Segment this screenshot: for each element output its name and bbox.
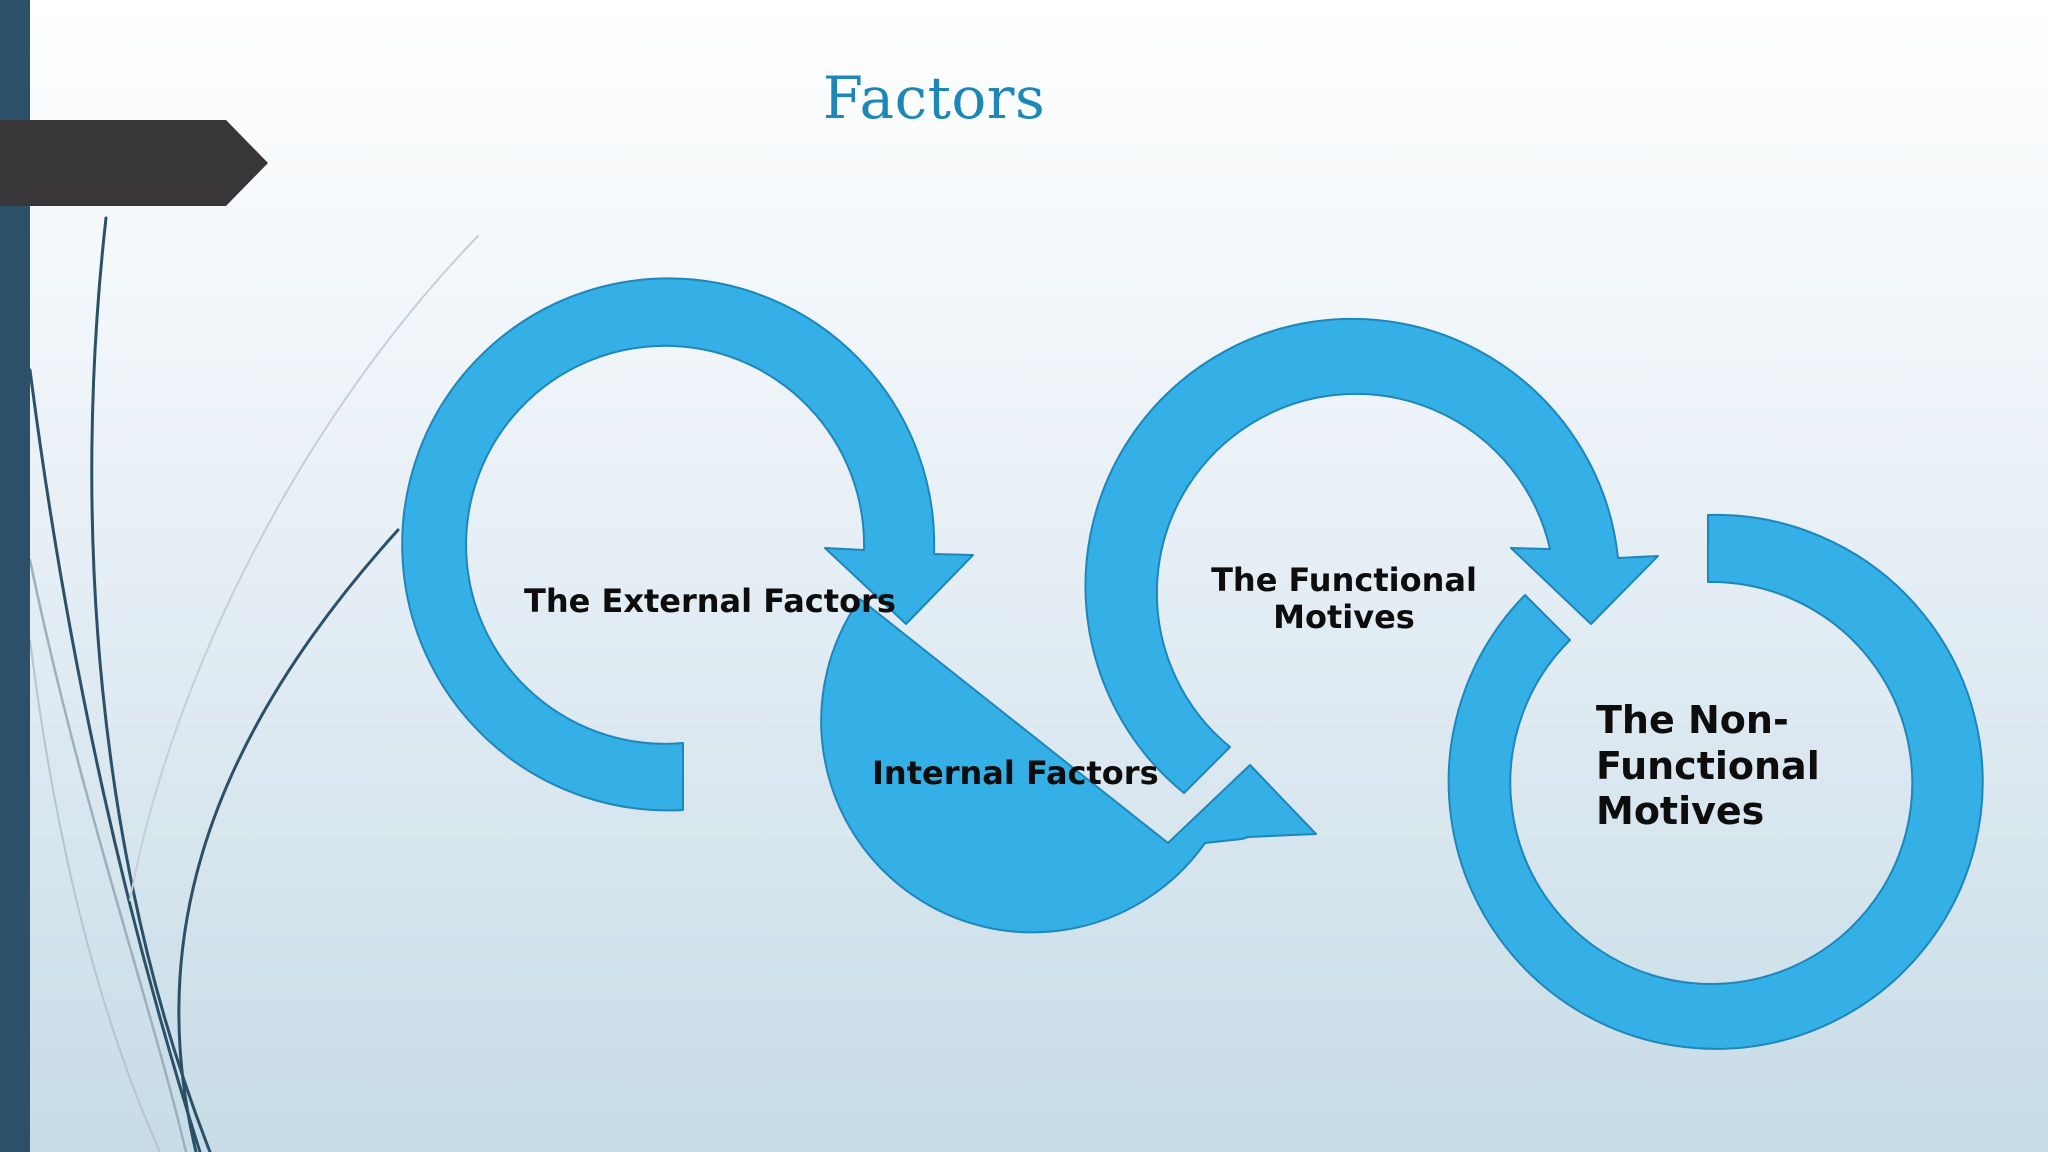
arrow-segment-non-functional-motives xyxy=(1447,513,1984,1050)
step-label-external-factors: The External Factors xyxy=(524,582,896,620)
arrow-segment-external-factors xyxy=(401,277,974,812)
step-label-non-functional-motives: The Non-Functional Motives xyxy=(1596,698,1820,834)
arrow-segment-internal-factors xyxy=(820,598,1317,934)
arrow-segment-functional-motives xyxy=(1084,317,1659,794)
slide-title: Factors xyxy=(822,64,1046,132)
step-label-internal-factors: Internal Factors xyxy=(872,754,1159,792)
step-label-functional-motives: The Functional Motives xyxy=(1211,561,1477,636)
